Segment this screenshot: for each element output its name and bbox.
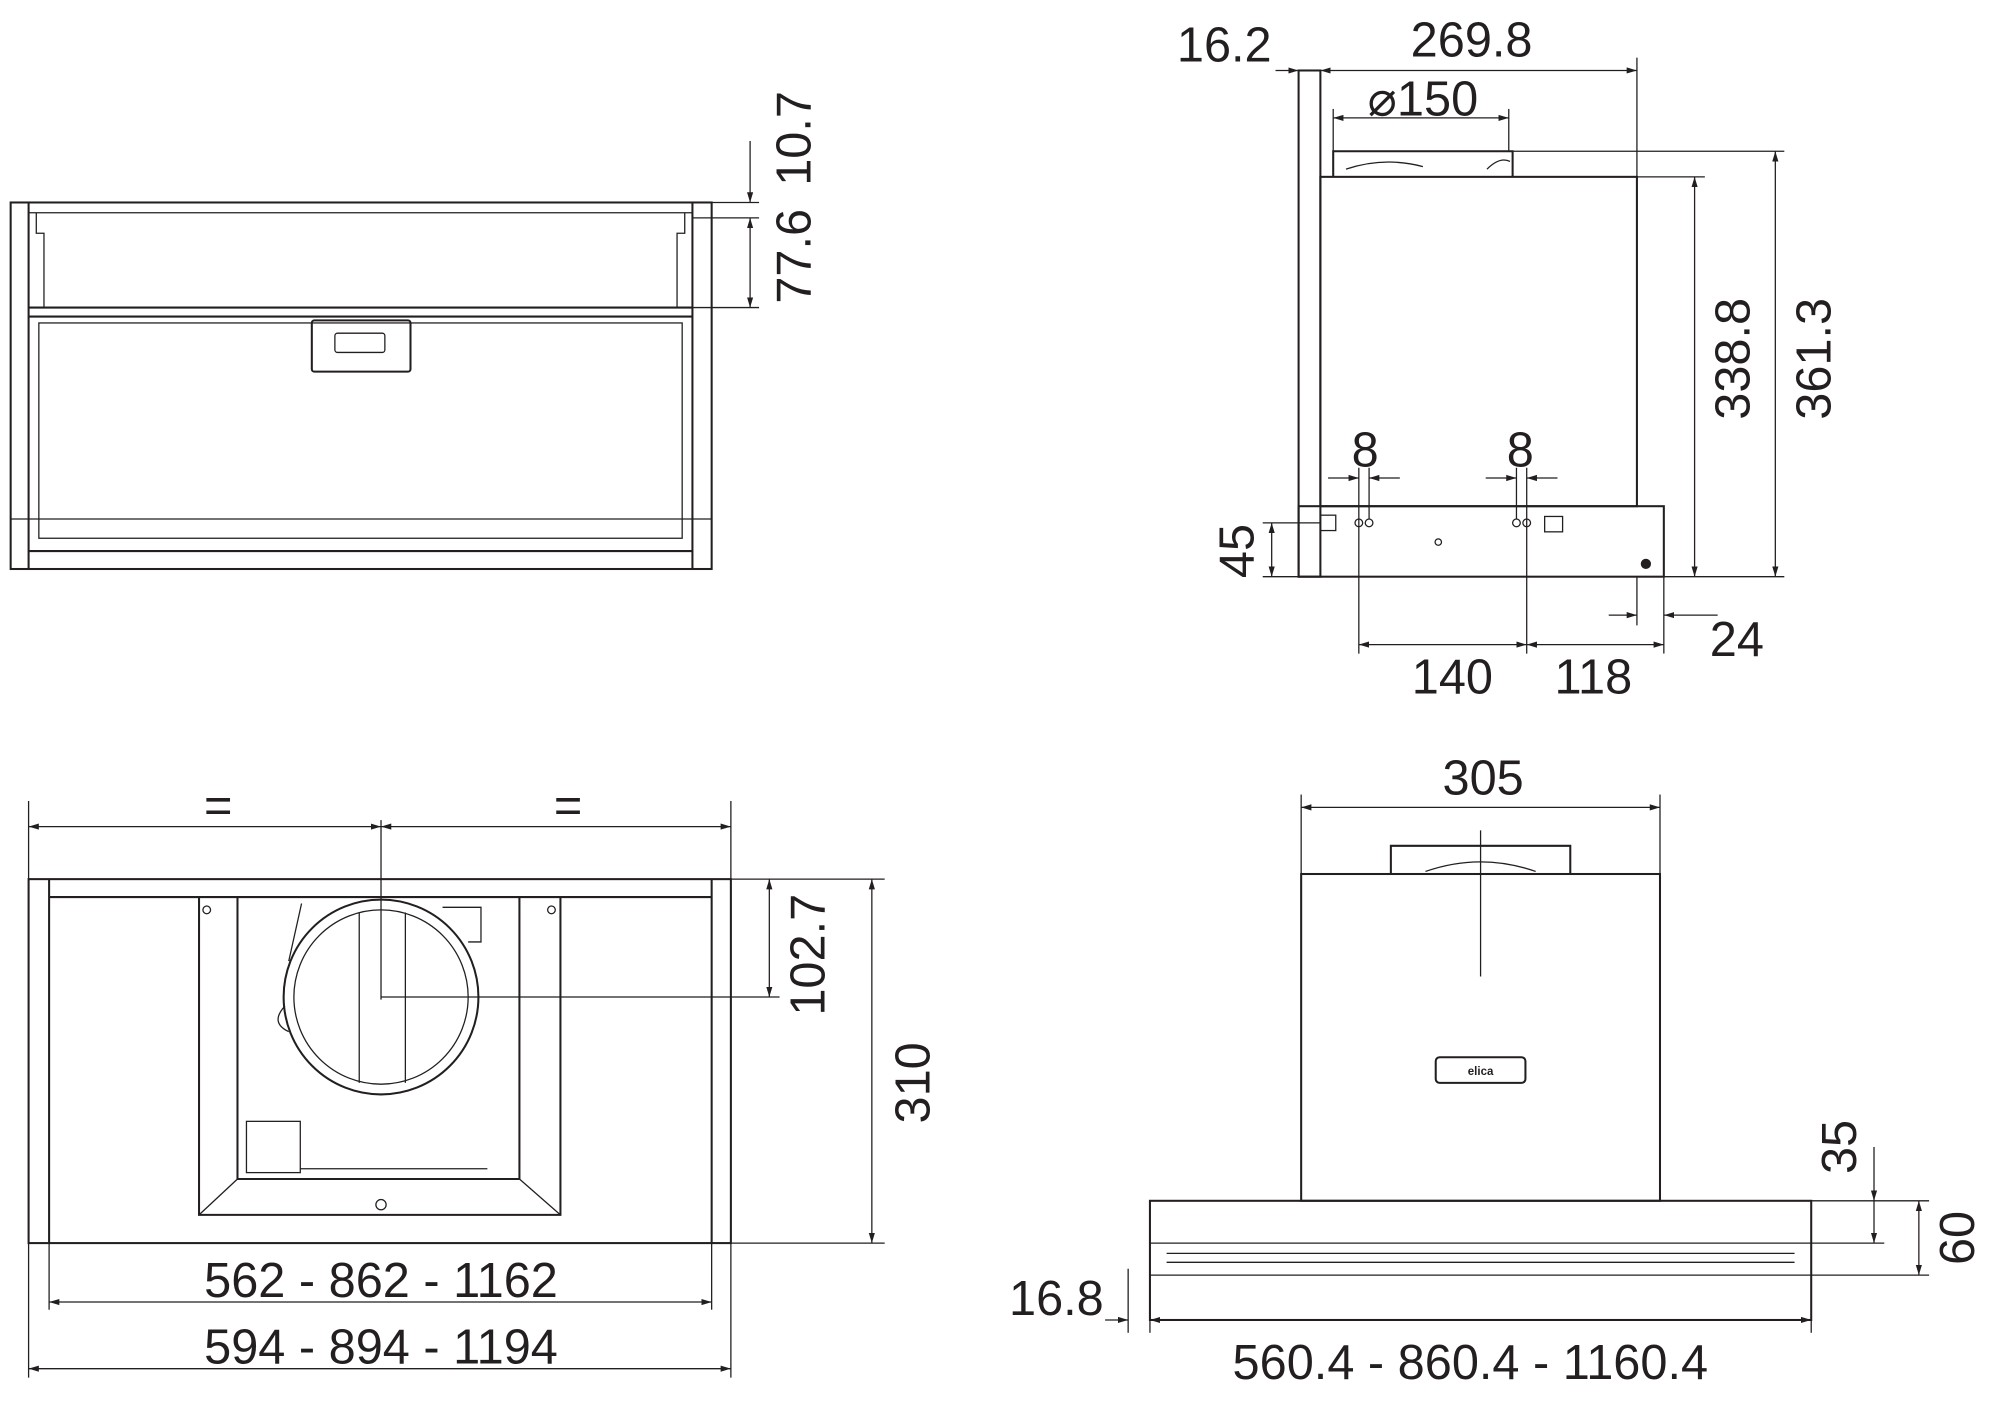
front-hidden-view: 10.7 77.6 — [9, 91, 821, 571]
outer-frame — [9, 201, 713, 571]
dim-77-6: 77.6 — [767, 209, 821, 304]
dim-560-860-1160: 560.4 - 860.4 - 1160.4 — [1233, 1336, 1709, 1390]
equal-left: = — [204, 780, 232, 834]
dim-150: ⌀150 — [1368, 72, 1479, 126]
front-view: elica 305 35 60 16.8 560.4 - 860.4 - 116… — [1009, 752, 1985, 1390]
dim-60: 60 — [1931, 1211, 1985, 1265]
side-view: 16.2 269.8 ⌀150 338.8 361.3 8 8 45 140 1… — [1177, 13, 1842, 704]
dim-269-8: 269.8 — [1411, 13, 1533, 67]
bottom-box — [1297, 505, 1665, 578]
plan-view: = = 102.7 310 562 - 862 - 1162 594 - 894… — [27, 780, 941, 1378]
handle — [310, 319, 412, 373]
dim-35: 35 — [1813, 1120, 1867, 1174]
dim-10-7: 10.7 — [767, 91, 821, 186]
elica-logo — [1434, 1056, 1527, 1084]
dim-310: 310 — [887, 1042, 941, 1123]
canopy — [1148, 1199, 1813, 1322]
dim-24: 24 — [1710, 613, 1764, 667]
dim-305: 305 — [1443, 752, 1524, 806]
dim-45: 45 — [1211, 524, 1265, 578]
dim-140: 140 — [1412, 650, 1493, 704]
dim-8-left: 8 — [1352, 423, 1379, 477]
dim-338-8: 338.8 — [1707, 298, 1761, 420]
dim-8-right: 8 — [1507, 423, 1534, 477]
dim-118: 118 — [1555, 650, 1633, 704]
dim-361-3: 361.3 — [1787, 298, 1841, 420]
dim-102-7: 102.7 — [781, 894, 835, 1016]
logo-text: elica — [1468, 1066, 1494, 1078]
dim-16-2: 16.2 — [1177, 19, 1272, 73]
dim-16-8: 16.8 — [1009, 1272, 1104, 1326]
dim-562-862-1162: 562 - 862 - 1162 — [204, 1254, 558, 1308]
equal-right: = — [554, 780, 582, 834]
dim-594-894-1194: 594 - 894 - 1194 — [204, 1321, 558, 1375]
